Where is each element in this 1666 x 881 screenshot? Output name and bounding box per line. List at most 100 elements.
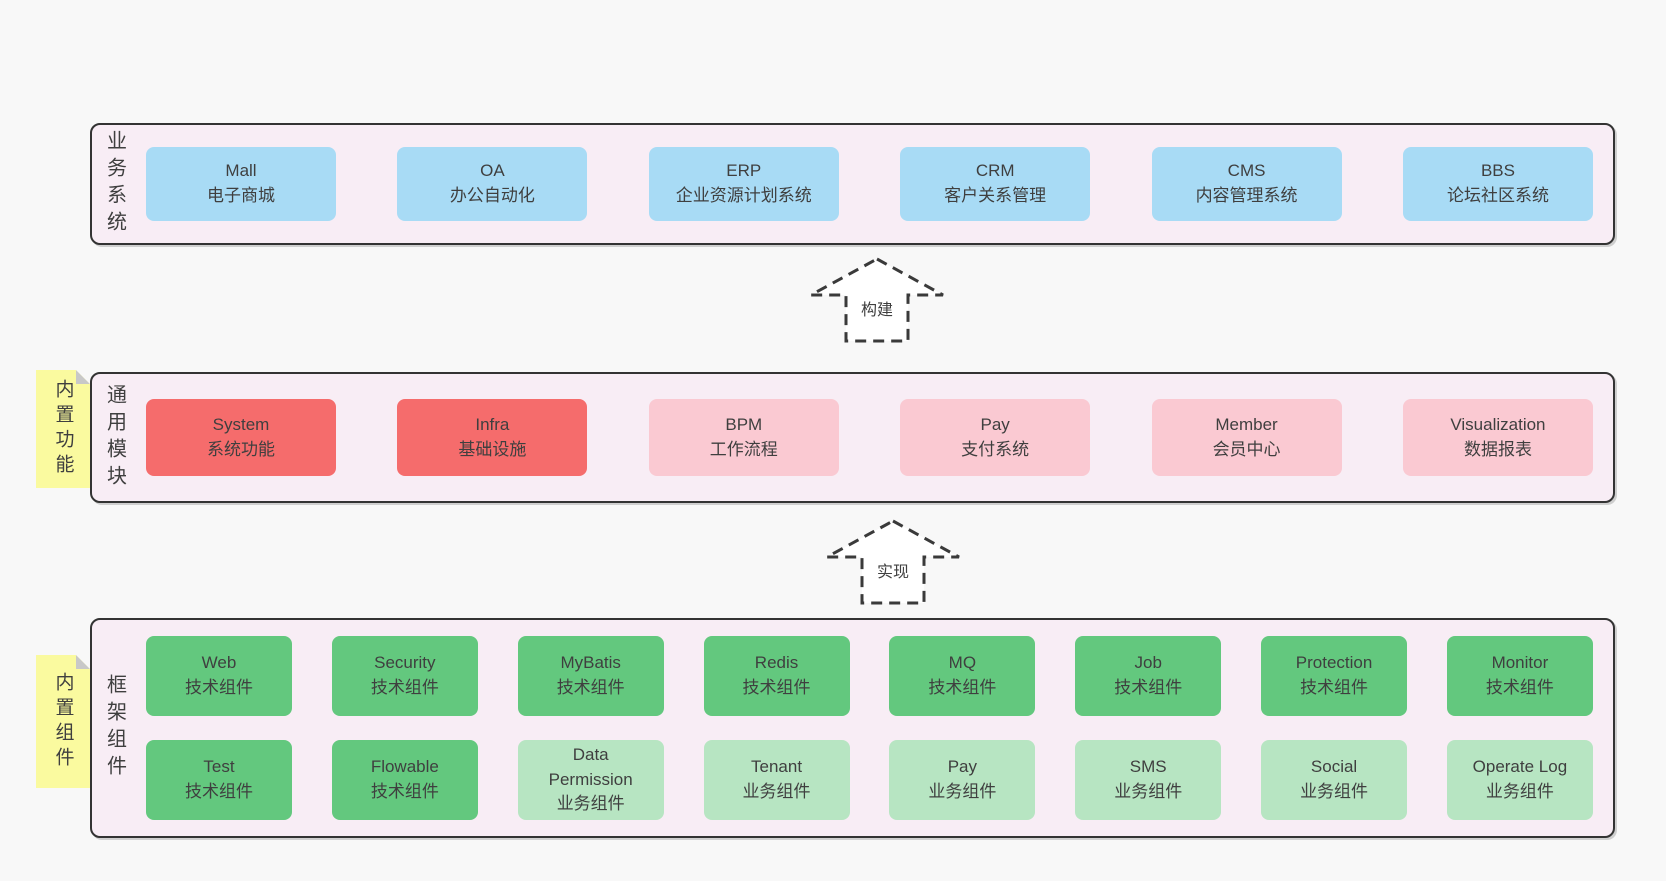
module-box-visualization: Visualization 数据报表 xyxy=(1402,399,1593,476)
module-box-mybatis: MyBatis 技术组件 xyxy=(517,636,664,716)
module-name: Flowable xyxy=(370,757,439,777)
sticky-label: 内置组件 xyxy=(52,671,74,772)
module-name: ERP xyxy=(726,161,762,181)
module-name: Job xyxy=(1134,653,1162,673)
module-desc: 支付系统 xyxy=(961,439,1030,459)
module-desc: 技术组件 xyxy=(1114,678,1183,697)
module-desc: 技术组件 xyxy=(185,678,253,697)
module-box-tenant: Tenant 业务组件 xyxy=(703,740,850,820)
module-name: Protection xyxy=(1295,653,1373,673)
module-name: Infra xyxy=(475,414,510,434)
module-name: Visualization xyxy=(1450,414,1546,434)
module-desc: 系统功能 xyxy=(207,439,275,459)
sticky-note-built-in-functions: 内置功能 xyxy=(36,370,90,488)
module-name: SMS xyxy=(1129,757,1167,777)
module-desc: 办公自动化 xyxy=(449,186,535,205)
module-name: Member xyxy=(1215,414,1278,434)
module-name: CMS xyxy=(1227,161,1266,181)
module-box-member: Member 会员中心 xyxy=(1151,399,1342,476)
arrow-build-label: 构建 xyxy=(860,302,893,319)
module-box-test: Test 技术组件 xyxy=(146,740,292,820)
module-name: Pay xyxy=(947,757,978,777)
module-box-bbs: BBS 论坛社区系统 xyxy=(1402,147,1593,221)
module-name: MyBatis xyxy=(560,653,621,673)
module-name: BBS xyxy=(1480,161,1515,181)
band-label-text: 框架组件 xyxy=(103,674,126,782)
module-box-security: Security 技术组件 xyxy=(331,636,478,716)
module-box-crm: CRM 客户关系管理 xyxy=(900,147,1091,221)
module-box-data-permission: Data Permission 业务组件 xyxy=(517,740,664,820)
module-desc: 业务组件 xyxy=(556,794,625,814)
module-name: Security xyxy=(374,653,436,673)
module-desc: 会员中心 xyxy=(1212,439,1281,459)
up-arrow-icon xyxy=(810,257,944,343)
module-desc: 技术组件 xyxy=(370,678,439,697)
module-name: Tenant xyxy=(751,757,803,777)
module-box-mq: MQ 技术组件 xyxy=(889,636,1036,716)
module-desc: 技术组件 xyxy=(185,782,253,801)
module-name: System xyxy=(212,414,270,434)
band-label-common-modules: 通用模块 xyxy=(92,384,138,492)
module-desc: 客户关系管理 xyxy=(944,186,1047,205)
module-name: Test xyxy=(203,757,235,777)
module-desc: 工作流程 xyxy=(709,439,778,459)
folded-corner-icon xyxy=(76,655,90,669)
band-business-systems: 业务系统 Mall 电子商城 OA 办公自动化 ERP 企业资源计划系统 CRM 客户关系管理… xyxy=(90,123,1615,245)
band-label-text: 通用模块 xyxy=(103,383,126,492)
module-box-cms: CMS 内容管理系统 xyxy=(1151,147,1342,221)
folded-corner-icon xyxy=(76,370,90,384)
module-name: Operate Log xyxy=(1472,757,1568,777)
up-arrow-icon xyxy=(826,519,960,605)
module-desc: 内容管理系统 xyxy=(1195,186,1298,205)
band-label-text: 业务系统 xyxy=(103,130,126,238)
module-box-sms: SMS 业务组件 xyxy=(1075,740,1222,820)
module-box-infra: Infra 基础设施 xyxy=(397,399,588,476)
module-box-erp: ERP 企业资源计划系统 xyxy=(648,147,839,221)
module-row: Mall 电子商城 OA 办公自动化 ERP 企业资源计划系统 CRM 客户关系管理 CMS 内容… xyxy=(146,147,1593,221)
module-name: Pay xyxy=(980,414,1010,434)
module-name: Social xyxy=(1310,757,1358,777)
module-box-social: Social 业务组件 xyxy=(1261,740,1408,820)
module-desc: 技术组件 xyxy=(1485,678,1554,697)
module-desc: 电子商城 xyxy=(207,186,275,205)
module-name: Data Permission xyxy=(548,745,633,789)
arrow-implement: 实现 xyxy=(823,518,963,606)
sticky-note-built-in-components: 内置组件 xyxy=(36,655,90,788)
band-label-framework-components: 框架组件 xyxy=(92,674,138,782)
module-box-oa: OA 办公自动化 xyxy=(397,147,588,221)
module-desc: 基础设施 xyxy=(458,439,527,459)
module-box-job: Job 技术组件 xyxy=(1075,636,1222,716)
module-name: Mall xyxy=(225,161,257,181)
arrow-build: 构建 xyxy=(807,256,947,344)
module-desc: 技术组件 xyxy=(928,678,997,697)
module-desc: 技术组件 xyxy=(556,678,625,697)
module-desc: 业务组件 xyxy=(1300,782,1369,801)
module-name: MQ xyxy=(948,653,977,673)
module-box-mall: Mall 电子商城 xyxy=(146,147,336,221)
module-name: OA xyxy=(480,161,505,181)
module-desc: 企业资源计划系统 xyxy=(675,186,812,205)
module-desc: 业务组件 xyxy=(1114,782,1183,801)
module-desc: 论坛社区系统 xyxy=(1446,186,1549,205)
module-desc: 数据报表 xyxy=(1463,439,1532,459)
module-desc: 业务组件 xyxy=(928,782,997,801)
module-desc: 业务组件 xyxy=(742,782,811,801)
module-name: CRM xyxy=(975,161,1015,181)
module-desc: 技术组件 xyxy=(742,678,811,697)
sticky-label: 内置功能 xyxy=(52,379,74,479)
module-box-pay: Pay 支付系统 xyxy=(900,399,1091,476)
